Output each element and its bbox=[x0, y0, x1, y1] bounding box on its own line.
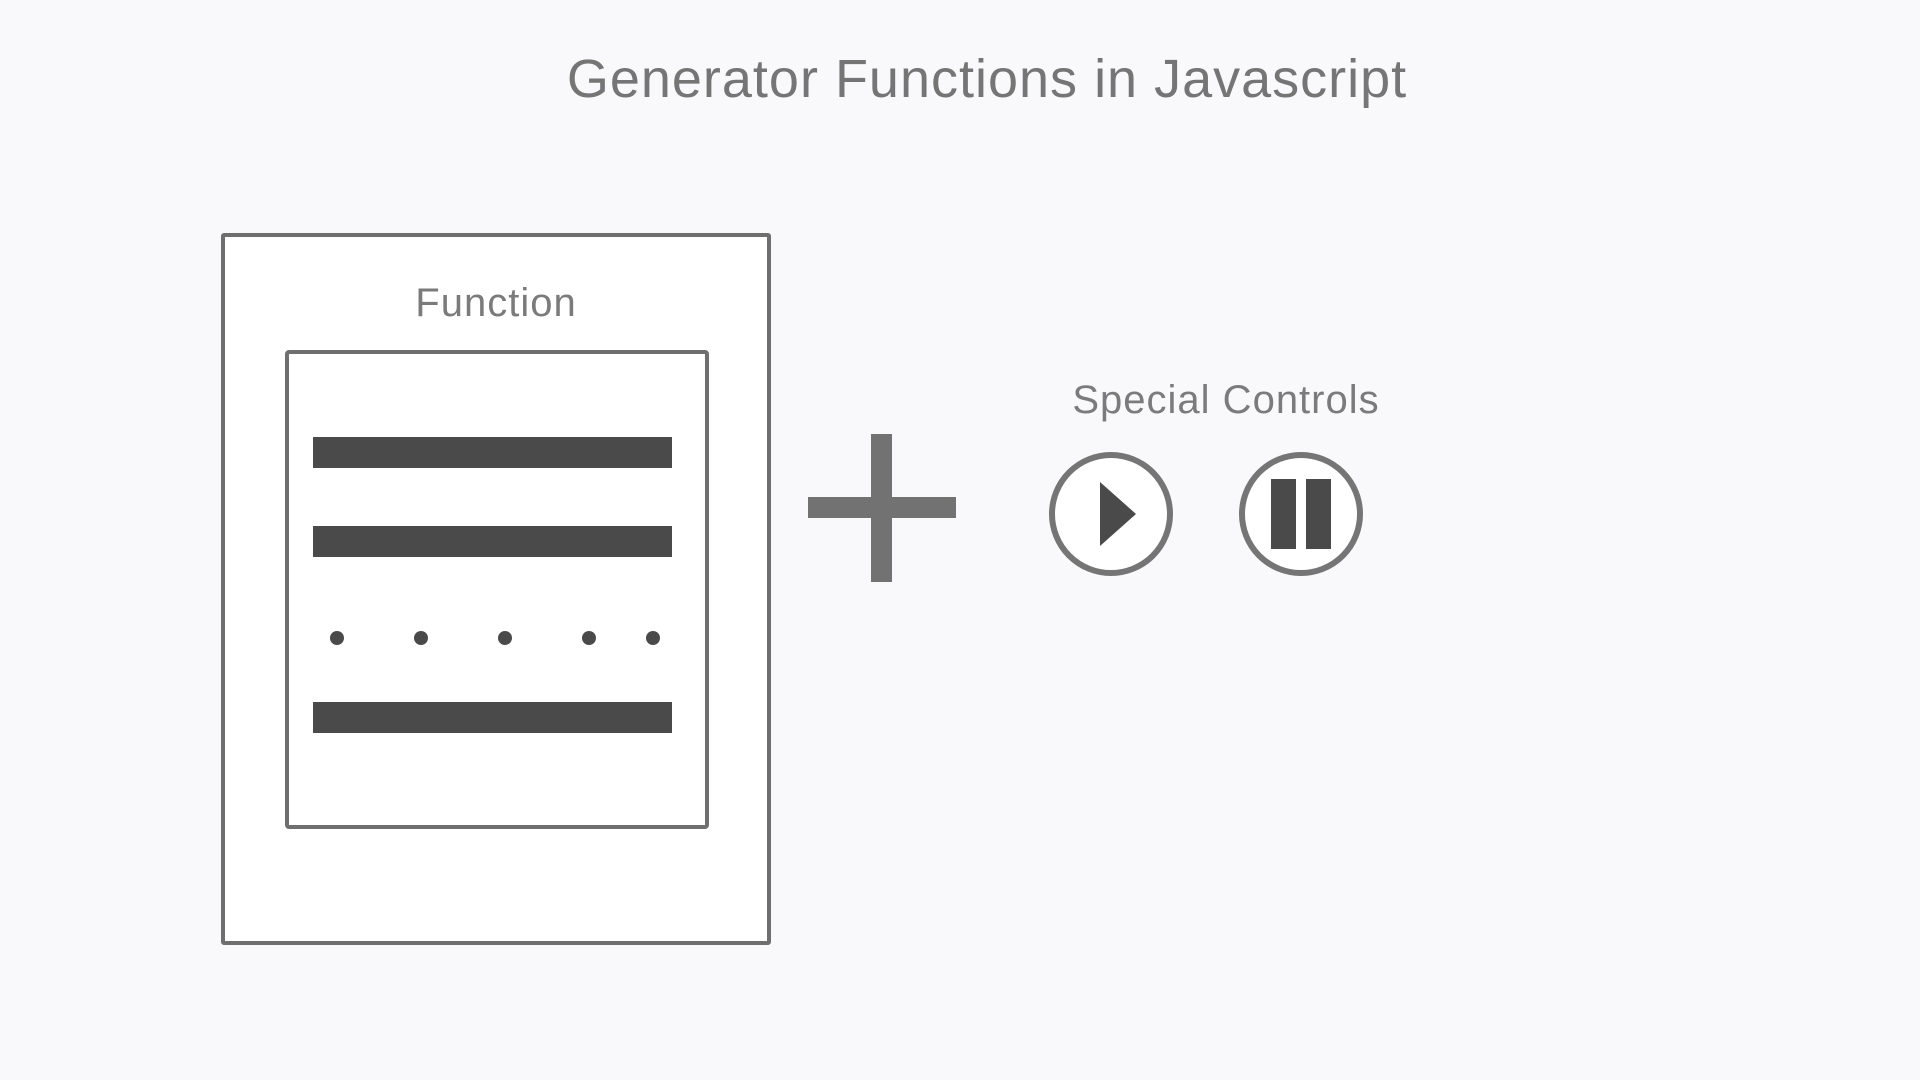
dot-icon bbox=[498, 631, 512, 645]
function-box: Function bbox=[221, 233, 771, 945]
dot-icon bbox=[582, 631, 596, 645]
special-controls-label: Special Controls bbox=[1072, 378, 1380, 422]
play-icon bbox=[1100, 482, 1136, 546]
pause-bar bbox=[1306, 479, 1331, 549]
special-controls-group: Special Controls bbox=[1040, 378, 1412, 578]
page-title: Generator Functions in Javascript bbox=[566, 49, 1408, 109]
plus-icon bbox=[808, 434, 956, 582]
pause-bar bbox=[1271, 479, 1296, 549]
code-line-icon bbox=[313, 526, 672, 557]
dot-icon bbox=[646, 631, 660, 645]
pause-button[interactable] bbox=[1239, 452, 1363, 576]
code-line-icon bbox=[313, 702, 672, 733]
play-button[interactable] bbox=[1049, 452, 1173, 576]
function-box-label: Function bbox=[415, 281, 577, 325]
code-line-icon bbox=[313, 437, 672, 468]
dot-icon bbox=[414, 631, 428, 645]
code-panel bbox=[285, 350, 709, 829]
dot-icon bbox=[330, 631, 344, 645]
ellipsis-dots-icon bbox=[289, 631, 705, 645]
pause-icon bbox=[1271, 479, 1331, 549]
